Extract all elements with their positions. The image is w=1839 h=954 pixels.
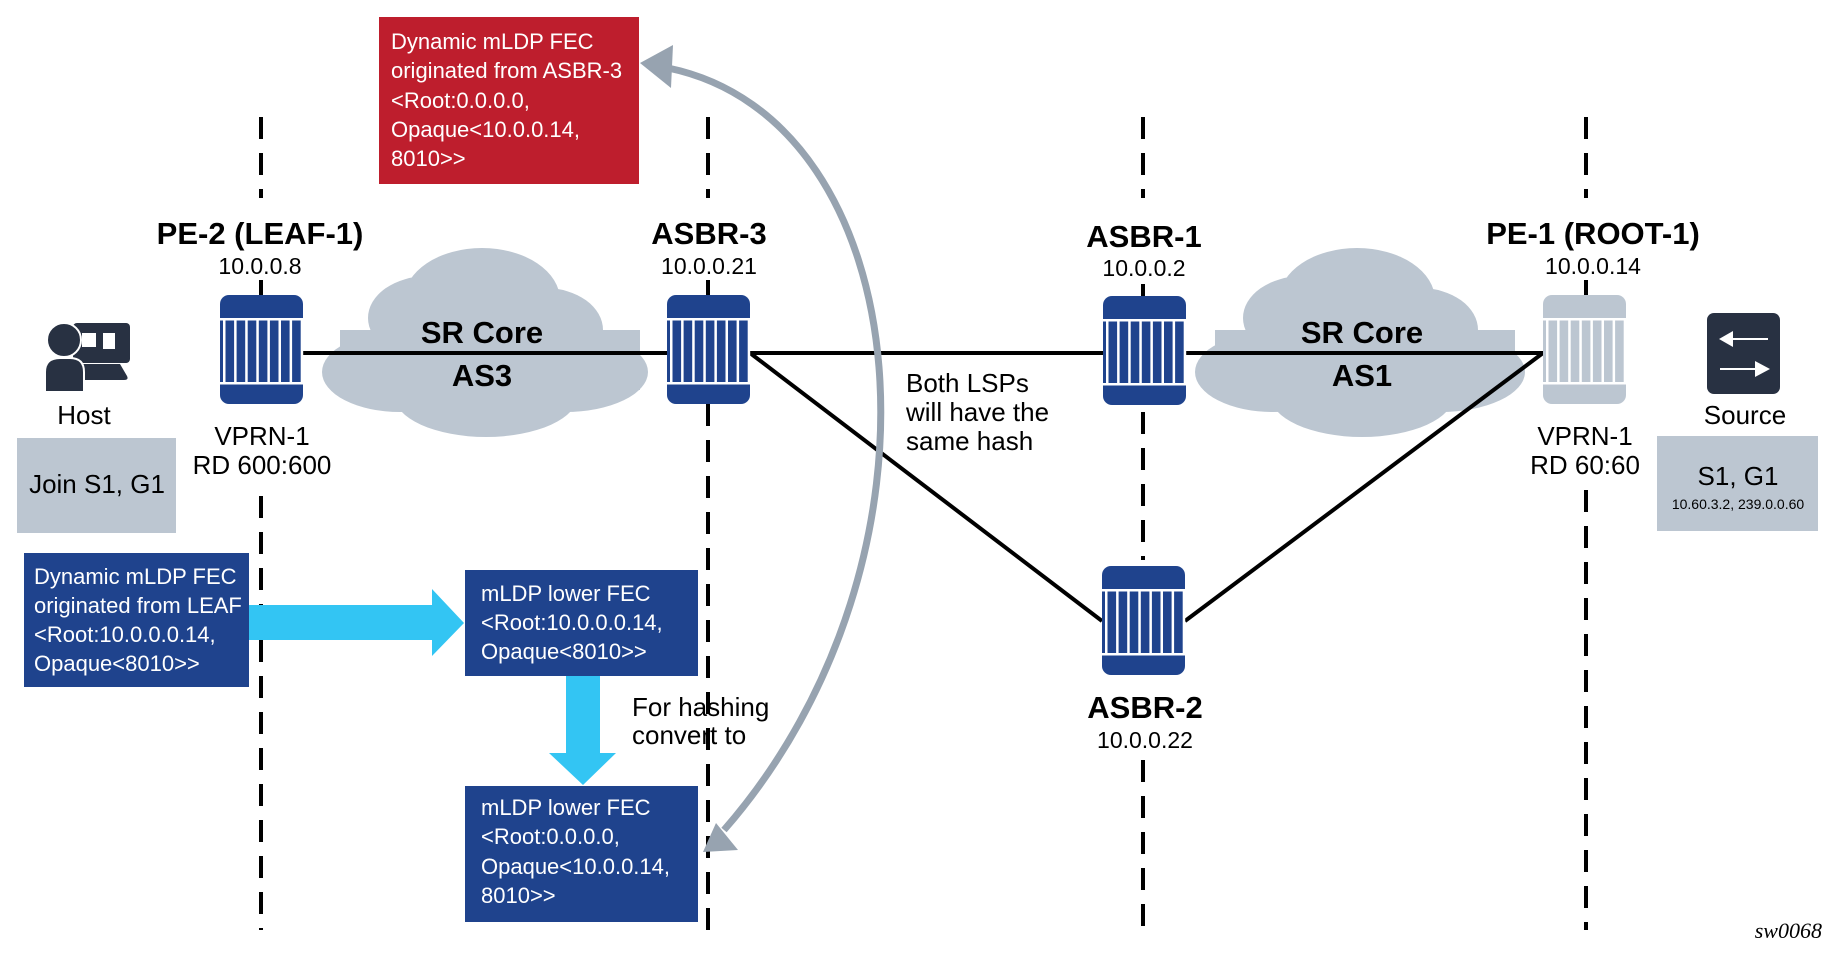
router-pe1[interactable] — [1543, 295, 1627, 404]
router-body — [1543, 295, 1626, 404]
router-asbr2[interactable] — [1102, 566, 1186, 675]
asbr3-fec-text: Dynamic mLDP FEC originated from ASBR-3 … — [391, 29, 622, 171]
join-box-text: Join S1, G1 — [29, 469, 165, 499]
router-bars-icon — [667, 318, 751, 385]
asbr3-fec-box — [379, 17, 639, 184]
router-bars-icon — [1102, 589, 1186, 656]
router-bars-icon — [1543, 318, 1627, 385]
cloud-as3-line1: SR Core — [421, 315, 543, 350]
asbr3-fec-line: originated from ASBR-3 — [391, 58, 622, 83]
cloud-as3-line2: AS3 — [452, 358, 512, 393]
pe2-rd: RD 600:600 — [193, 450, 332, 480]
router-body — [1103, 296, 1186, 405]
pe1-title: PE-1 (ROOT-1) — [1486, 216, 1700, 251]
leaf-fec-line: Dynamic mLDP FEC — [34, 564, 237, 589]
asbr3-fec-line: Dynamic mLDP FEC — [391, 29, 594, 54]
source-box-main: S1, G1 — [1698, 461, 1779, 491]
curved-arrow — [667, 64, 885, 833]
leaf-fec-text: Dynamic mLDP FEC originated from LEAF <R… — [34, 564, 242, 676]
links — [303, 351, 1545, 623]
host-user-icon[interactable] — [44, 322, 130, 393]
host-label: Host — [57, 400, 111, 430]
pe1-vprn: VPRN-1 — [1537, 421, 1632, 451]
convert-note-line: convert to — [632, 720, 746, 750]
router-asbr1[interactable] — [1103, 296, 1187, 405]
lower-fec-box-2 — [465, 786, 698, 922]
join-box — [17, 438, 176, 533]
source-box-sub: 10.60.3.2, 239.0.0.60 — [1672, 496, 1805, 512]
figure-id: sw0068 — [1755, 918, 1822, 943]
hash-note-line: Both LSPs — [906, 368, 1029, 398]
pe2-title: PE-2 (LEAF-1) — [157, 216, 364, 251]
source-label: Source — [1704, 400, 1786, 430]
lower-fec-1-line: <Root:10.0.0.0.14, — [481, 610, 663, 635]
asbr2-ip: 10.0.0.22 — [1097, 727, 1193, 753]
convert-note-line: For hashing — [632, 692, 769, 722]
asbr3-ip: 10.0.0.21 — [661, 253, 757, 279]
lower-fec-2-line: Opaque<10.0.0.14, — [481, 854, 670, 879]
curved-arrow-head-bottom — [703, 823, 738, 852]
pe2-vprn: VPRN-1 — [214, 421, 309, 451]
cloud-as1-line2: AS1 — [1332, 358, 1392, 393]
leaf-fec-box — [24, 553, 249, 687]
lower-fec-2-line: <Root:0.0.0.0, — [481, 824, 620, 849]
asbr3-fec-line: Opaque<10.0.0.14, — [391, 117, 580, 142]
router-asbr3[interactable] — [667, 295, 751, 404]
pe1-ip: 10.0.0.14 — [1545, 253, 1641, 279]
link-asbr3-asbr2 — [748, 351, 1104, 623]
lower-fec-2-line: mLDP lower FEC — [481, 795, 651, 820]
leaf-fec-line: <Root:10.0.0.0.14, — [34, 622, 216, 647]
curved-arrow-head-top — [640, 45, 673, 88]
leaf-fec-line: originated from LEAF — [34, 593, 242, 618]
lower-fec-2-line: 8010>> — [481, 883, 556, 908]
asbr1-ip: 10.0.0.2 — [1102, 255, 1185, 281]
asbr3-title: ASBR-3 — [651, 216, 766, 251]
asbr2-title: ASBR-2 — [1087, 690, 1202, 725]
down-arrow — [549, 676, 616, 785]
dashed-lines — [259, 117, 1588, 930]
hash-note-line: same hash — [906, 426, 1033, 456]
lower-fec-1-line: Opaque<8010>> — [481, 639, 647, 664]
lower-fec-box-1 — [465, 570, 698, 676]
router-pe2[interactable] — [220, 295, 304, 404]
pe2-ip: 10.0.0.8 — [218, 253, 301, 279]
asbr1-title: ASBR-1 — [1086, 219, 1201, 254]
pe1-rd: RD 60:60 — [1530, 450, 1640, 480]
router-body — [667, 295, 750, 404]
leaf-fec-line: Opaque<8010>> — [34, 651, 200, 676]
right-arrow — [249, 589, 464, 656]
lower-fec-1-line: mLDP lower FEC — [481, 581, 651, 606]
asbr3-fec-line: 8010>> — [391, 146, 466, 171]
switch-arrows-icon[interactable] — [1707, 313, 1780, 394]
source-box — [1657, 436, 1818, 531]
router-body — [1102, 566, 1185, 675]
router-body — [220, 295, 303, 404]
hash-note-line: will have the — [905, 397, 1049, 427]
router-bars-icon — [220, 318, 304, 385]
asbr3-fec-line: <Root:0.0.0.0, — [391, 88, 530, 113]
link-asbr2-pe1 — [1183, 351, 1545, 623]
cloud-as1-line1: SR Core — [1301, 315, 1423, 350]
router-bars-icon — [1103, 319, 1187, 386]
